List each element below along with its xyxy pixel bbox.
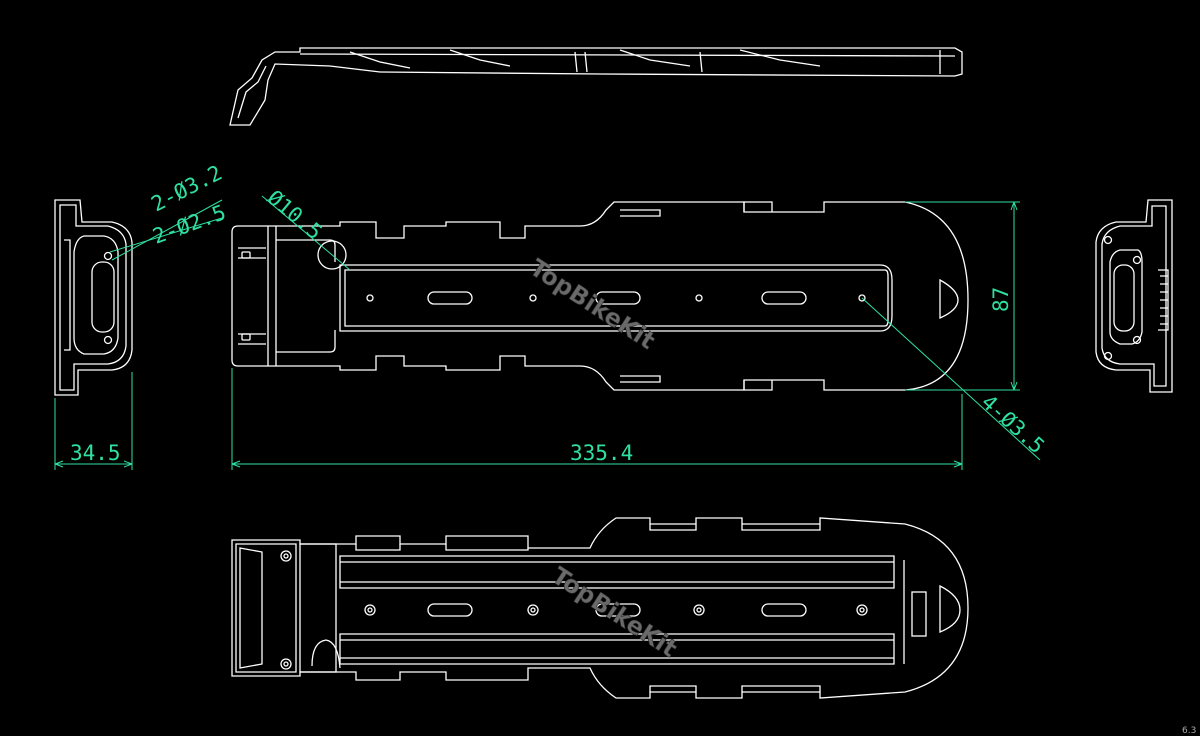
corner-mark: 6.3 (1182, 726, 1196, 736)
top-profile-view (229, 47, 963, 126)
height-dimension-label: 87 (989, 287, 1013, 312)
dimension-lines (54, 195, 1041, 470)
right-end-view (1095, 199, 1173, 393)
left-end-view (54, 199, 133, 396)
main-top-view (231, 201, 969, 391)
length-dimension-label: 335.4 (570, 441, 633, 465)
width-dimension-label: 34.5 (70, 441, 121, 465)
bottom-view (231, 517, 969, 699)
